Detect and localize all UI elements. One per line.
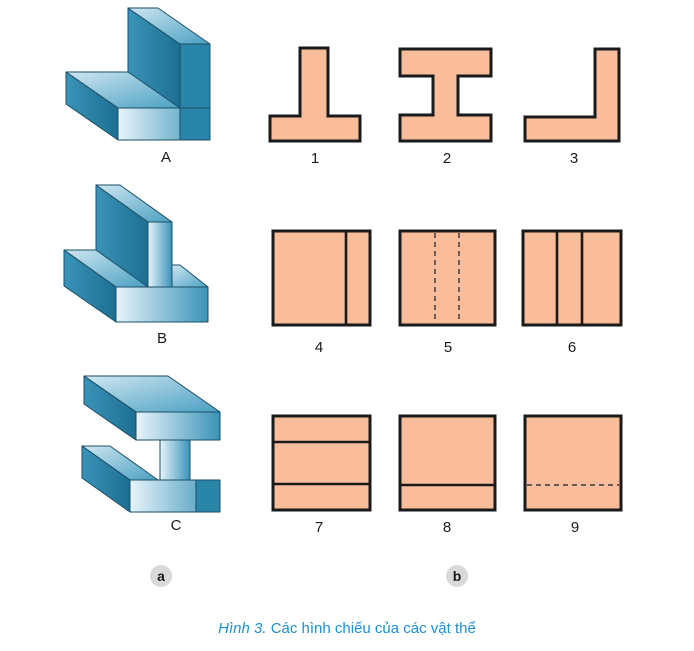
view-label-8: 8 [443, 519, 451, 536]
view-6 [521, 229, 623, 327]
figure-caption: Hình 3. Các hình chiếu của các vật thể [0, 620, 694, 637]
view-1 [268, 46, 362, 143]
view-8 [398, 414, 497, 512]
view-3 [523, 47, 621, 143]
section-badge-a: a [150, 565, 172, 587]
view-5 [398, 229, 497, 327]
object-label-b: B [157, 330, 167, 347]
view-label-6: 6 [568, 339, 576, 356]
object-label-a: A [161, 149, 171, 166]
view-label-2: 2 [443, 150, 451, 167]
view-label-4: 4 [315, 339, 323, 356]
view-label-3: 3 [570, 150, 578, 167]
section-label-a: a [157, 568, 165, 584]
view-label-9: 9 [571, 519, 579, 536]
object-label-c: C [171, 517, 182, 534]
caption-figure-number: Hình 3. [218, 620, 267, 637]
view-9 [523, 414, 623, 512]
solid-object-a [65, 7, 211, 141]
section-badge-b: b [446, 565, 468, 587]
caption-text: Các hình chiếu của các vật thể [266, 620, 476, 637]
solid-object-b [63, 184, 209, 323]
view-4 [271, 229, 372, 327]
view-label-5: 5 [444, 339, 452, 356]
view-label-1: 1 [311, 150, 319, 167]
solid-object-c [81, 375, 221, 513]
section-label-b: b [453, 568, 462, 584]
view-7 [271, 414, 372, 512]
view-2 [398, 47, 493, 143]
view-label-7: 7 [315, 519, 323, 536]
